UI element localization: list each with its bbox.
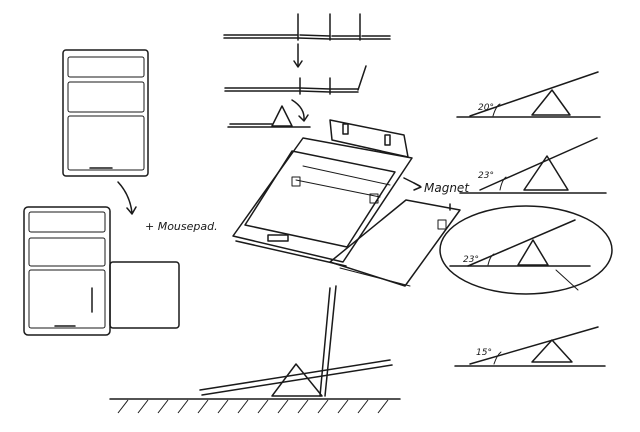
- open-sleeve-sketch: [232, 119, 461, 287]
- angle-23-zoom-label: 23°: [463, 255, 479, 265]
- magnet-label: Magnet: [424, 181, 470, 195]
- angle-15-label: 15°: [476, 348, 492, 358]
- stand-zoom-ellipse-sketch: 23°: [439, 205, 613, 295]
- mousepad-label: + Mousepad.: [145, 220, 218, 233]
- fold-arrow-2: [291, 99, 305, 121]
- folded-sleeve-sketch: [62, 49, 149, 177]
- sleeve-arrow: [117, 181, 133, 214]
- angle-20-label: 20°: [478, 103, 494, 113]
- stand-15deg-sketch: 15°: [454, 326, 606, 367]
- angle-23-top-label: 23°: [478, 171, 494, 181]
- folding-sequence-sketch: [223, 13, 391, 128]
- laptop-on-stand-sketch: [109, 285, 401, 414]
- sleeve-arrowhead: [126, 206, 137, 215]
- stand-23deg-sketch: 23°: [459, 137, 607, 194]
- stand-20deg-sketch: 20°: [456, 71, 601, 118]
- sleeve-with-mousepad-sketch: [23, 206, 180, 336]
